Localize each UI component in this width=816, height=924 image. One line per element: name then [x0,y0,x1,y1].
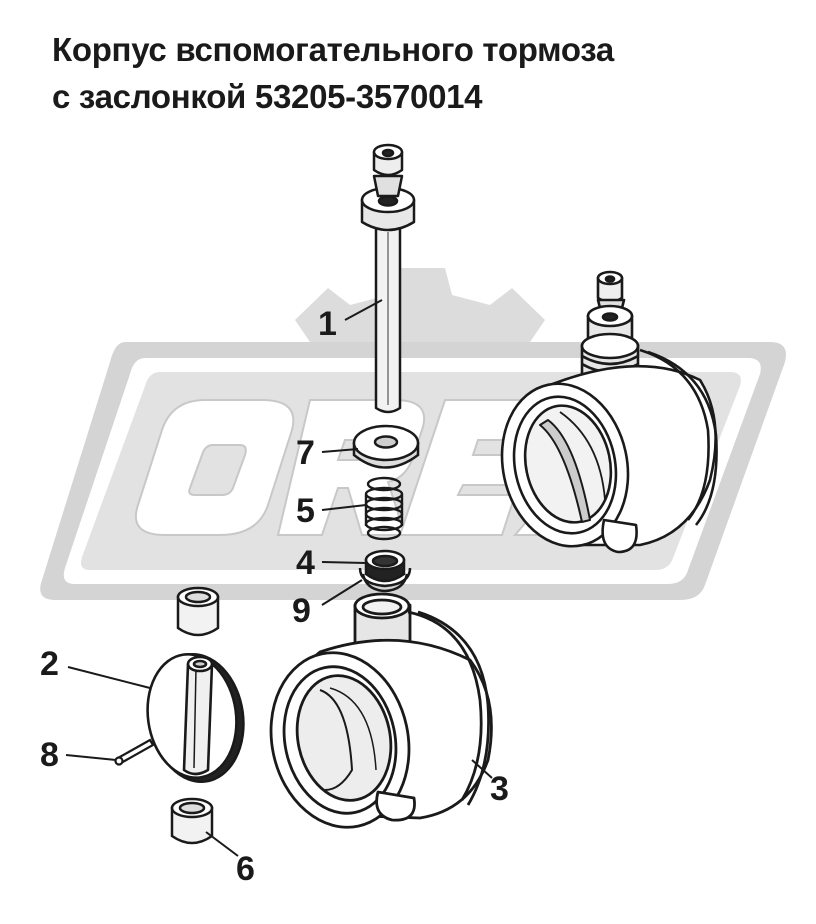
leader-2 [67,666,151,689]
page-title: Корпус вспомогательного тормоза с заслон… [52,26,614,120]
leader-8 [65,754,117,761]
callout-7: 7 [296,434,315,472]
title-line-2: с заслонкой 53205-3570014 [52,78,483,115]
title-line-1: Корпус вспомогательного тормоза [52,31,614,68]
callout-1: 1 [318,305,337,343]
leader-lines [65,299,493,857]
part-6-bushing-top [176,586,220,637]
callout-5: 5 [296,492,315,530]
part-4-seal [364,549,406,583]
leader-7 [321,448,359,453]
callout-2: 2 [40,645,59,683]
callout-3: 3 [490,770,509,808]
leader-4 [321,561,367,564]
assembled-housing [500,270,718,554]
part-7-washer [352,424,420,469]
leader-1 [344,299,383,321]
callout-4: 4 [296,544,315,582]
leader-3 [471,759,493,779]
part-6-bushing-bottom [170,797,214,845]
leader-9 [321,579,363,606]
callout-6: 6 [236,850,255,888]
callout-9: 9 [292,592,311,630]
leader-5 [321,504,367,511]
callout-8: 8 [40,736,59,774]
part-8-pin [114,738,155,766]
part-9-ring [358,567,412,593]
part-2-damper-plate [146,652,245,783]
callout-numbers: 1 7 5 4 9 2 8 3 6 [40,305,509,888]
leader-6 [205,831,239,857]
part-5-spring [364,476,404,541]
part-1-shaft [360,143,416,414]
part-3-housing [269,592,493,829]
